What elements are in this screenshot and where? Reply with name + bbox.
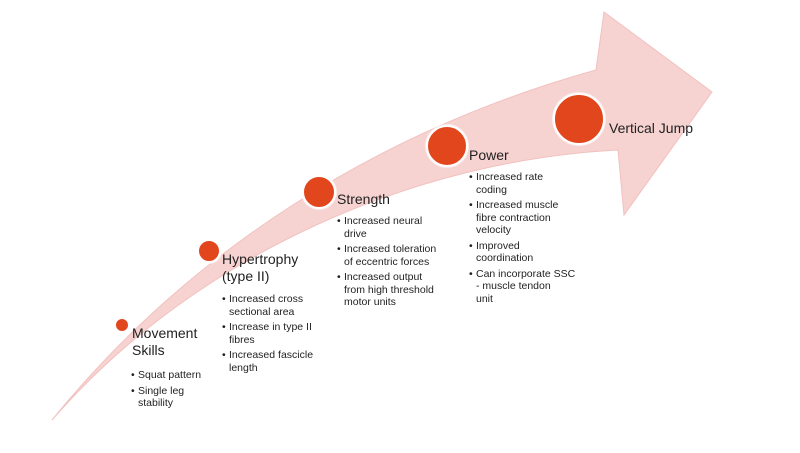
stage-title-hypertrophy: Hypertrophy (type II) xyxy=(222,251,299,284)
stage-marker-strength xyxy=(302,175,336,209)
stage-marker-vertical-jump xyxy=(553,93,605,145)
stage-title-movement-skills: Movement Skills xyxy=(132,325,198,358)
stage-title-vertical-jump: Vertical Jump xyxy=(609,120,694,136)
stage-title-strength: Strength xyxy=(337,191,390,207)
stage-marker-movement-skills xyxy=(114,317,130,333)
stage-marker-power xyxy=(426,125,468,167)
stage-marker-hypertrophy xyxy=(197,239,221,263)
stage-title-power: Power xyxy=(469,147,509,163)
list-item: Squat pattern xyxy=(131,369,226,382)
